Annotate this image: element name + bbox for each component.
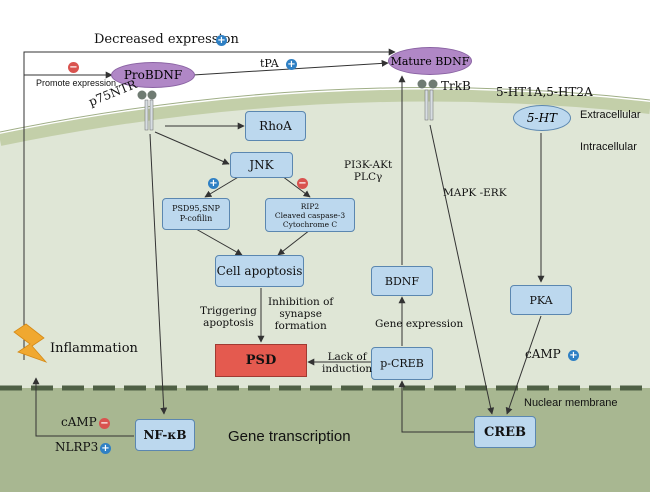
p75ntr-receptor (137, 90, 157, 131)
arrow-jnk-psd95 (204, 175, 241, 198)
probdnf-label: ProBDNF (123, 68, 183, 82)
rip2-line-2: Cleaved caspase-3 (274, 210, 346, 220)
pi3k-label: PI3K-AKt PLCγ (344, 159, 392, 183)
psd-box: PSD (215, 344, 307, 377)
pi3k-line-1: PI3K-AKt (344, 159, 393, 171)
arrow-jnk-rip2 (281, 175, 311, 198)
mature-bdnf-label: Mature BDNF (390, 54, 470, 68)
intracellular-label: Intracellular (580, 141, 637, 153)
extracellular-label: Extracellular (580, 109, 641, 121)
plus-icon: + (216, 35, 227, 46)
jnk-label: JNK (249, 158, 274, 172)
mature-bdnf-oval: Mature BDNF (388, 47, 472, 75)
promote-expression-label: Promote expression (36, 78, 117, 88)
p-creb-box: p-CREB (371, 347, 433, 380)
camp-right-label: cAMP (525, 347, 561, 361)
trkb-receptor (417, 79, 438, 121)
triggering-label: Triggering apoptosis (200, 305, 257, 329)
psd95-box: PSD95,SNP P-cofilin (162, 198, 230, 230)
triggering-line-2: apoptosis (203, 317, 254, 330)
mapk-label: MAPK -ERK (443, 187, 507, 199)
serotonin-receptors-label: 5-HT1A,5-HT2A (496, 85, 593, 99)
nlrp3-label: NLRP3 (55, 440, 99, 454)
lack-line-1: Lack of (327, 351, 367, 363)
minus-icon: − (68, 62, 79, 73)
gene-transcription-label: Gene transcription (228, 428, 351, 445)
creb-label: CREB (483, 424, 527, 440)
decreased-expression-label: Decreased expression (94, 32, 239, 47)
bdnf-label: BDNF (384, 274, 420, 288)
pka-label: PKA (529, 293, 553, 307)
arrow-to-nfkb (149, 133, 168, 415)
inflammation-label: Inflammation (50, 341, 138, 356)
rhoa-label: RhoA (259, 119, 292, 133)
psd-label: PSD (245, 353, 277, 368)
lightning-icon (13, 323, 48, 363)
arrow-pka-creb (505, 315, 542, 415)
arrow-psd95-apoptosis (195, 228, 243, 256)
bdnf-box: BDNF (371, 266, 433, 296)
rip2-box: RIP2 Cleaved caspase-3 Cytochrome C (265, 198, 355, 232)
inhibition-line-3: formation (274, 320, 327, 333)
jnk-box: JNK (230, 152, 293, 178)
cell-apoptosis-box: Cell apoptosis (215, 255, 304, 287)
arrow-rip2-apoptosis (277, 229, 311, 256)
plus-icon: + (100, 443, 111, 454)
pka-box: PKA (510, 285, 572, 315)
serotonin-oval: 5-HT (513, 105, 571, 131)
plus-icon: + (568, 350, 579, 361)
lack-label: Lack of induction (322, 351, 372, 375)
psd95-line-2: P-cofilin (179, 214, 213, 223)
arrow-decreased-expression (23, 48, 396, 360)
cell-membrane (0, 89, 650, 146)
camp-left-label: cAMP (61, 415, 97, 429)
minus-icon: − (99, 418, 110, 429)
trkb-label: TrkB (441, 79, 471, 93)
arrow-to-jnk (154, 131, 230, 165)
creb-box: CREB (474, 416, 536, 448)
pi3k-line-2: PLCγ (353, 171, 383, 184)
minus-icon: − (297, 178, 308, 189)
nucleus-region (0, 388, 650, 492)
plus-icon: + (208, 178, 219, 189)
nuclear-membrane-label: Nuclear membrane (524, 397, 618, 409)
lack-line-2: induction (322, 363, 373, 376)
rip2-line-1: RIP2 (300, 201, 320, 211)
serotonin-label: 5-HT (526, 111, 558, 125)
inhibition-label: Inhibition of synapse formation (268, 296, 333, 332)
rip2-line-3: Cytochrome C (282, 219, 338, 229)
nfkb-box: NF-κB (135, 419, 195, 451)
cell-apoptosis-label: Cell apoptosis (216, 264, 303, 278)
psd95-line-1: PSD95,SNP (172, 204, 220, 214)
triggering-line-1: Triggering (200, 305, 257, 317)
inhibition-line-2: synapse (279, 308, 322, 321)
arrow-creb-pcreb (398, 380, 474, 433)
gene-expression-label: Gene expression (375, 318, 464, 330)
tpa-label: tPA (260, 57, 279, 70)
arrow-nfkb-inflammation (32, 377, 134, 437)
p-creb-label: p-CREB (380, 357, 424, 370)
probdnf-oval: ProBDNF (111, 62, 195, 88)
inhibition-line-1: Inhibition of (268, 296, 334, 308)
plus-icon: + (286, 59, 297, 70)
arrow-trkb-creb (429, 124, 495, 415)
rhoa-box: RhoA (245, 111, 306, 141)
nfkb-label: NF-κB (143, 428, 187, 442)
